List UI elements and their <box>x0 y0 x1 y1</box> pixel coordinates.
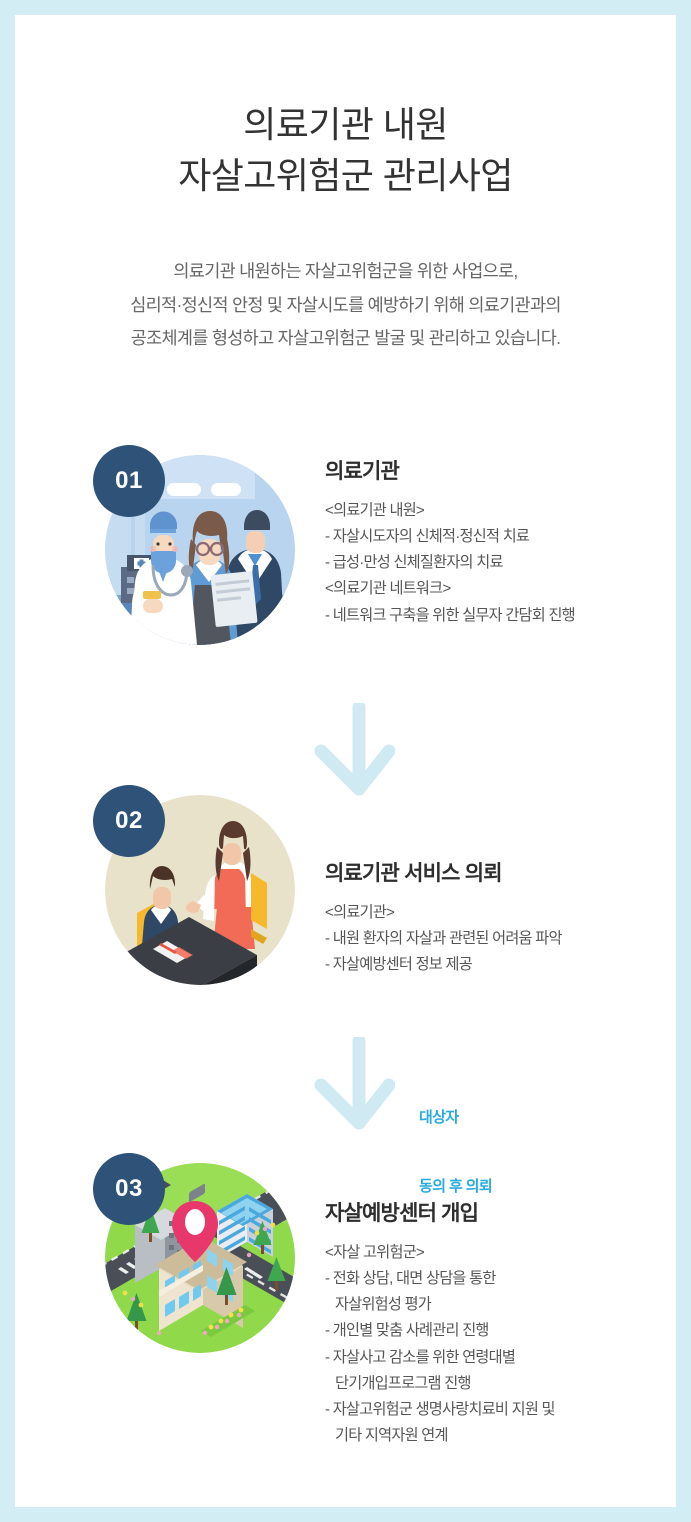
step-01-title: 의료기관 <box>325 460 400 483</box>
step-02-line-1: <의료기관> <box>325 904 395 921</box>
step-03-line-3: 자살위험성 평가 <box>335 1296 432 1314</box>
step-01-art-wrap: 01 <box>93 445 315 645</box>
page-subtitle-line-3: 공조체계를 형성하고 자살고위험군 발굴 및 관리하고 있습니다. <box>130 328 561 349</box>
step-02-line-2: - 내원 환자의 자살과 관련된 어려움 파악 <box>325 930 562 948</box>
step-01-lines: <의료기관 내원> - 자살시도자의 신체적·정신적 치료 - 급성·만성 신체… <box>325 498 676 629</box>
step-02-art-wrap: 02 <box>93 785 315 985</box>
step-02-line-3: - 자살예방센터 정보 제공 <box>325 956 473 974</box>
step-03-number: 03 <box>115 1175 143 1202</box>
step-02-badge: 02 <box>93 785 165 857</box>
header: 의료기관 내원 자살고위험군 관리사업 의료기관 내원하는 자살고위험군을 위한… <box>15 15 676 356</box>
step-02: 02 <box>15 785 676 985</box>
arrow-note-line-2: 동의 후 의뢰 <box>419 1178 493 1196</box>
infographic-card: 의료기관 내원 자살고위험군 관리사업 의료기관 내원하는 자살고위험군을 위한… <box>15 15 676 1507</box>
step-01-badge: 01 <box>93 445 165 517</box>
medical-team-illustration <box>105 455 295 645</box>
arrow-step1-to-step2 <box>311 703 395 803</box>
step-01-line-2: - 자살시도자의 신체적·정신적 치료 <box>325 528 530 546</box>
step-02-title: 의료기관 서비스 의뢰 <box>325 862 503 885</box>
step-02-number: 02 <box>115 807 143 834</box>
page-title-line-1: 의료기관 내원 <box>243 104 448 145</box>
consultation-desk-illustration <box>105 795 295 985</box>
step-03-art-wrap: 03 <box>93 1153 315 1353</box>
page-subtitle: 의료기관 내원하는 자살고위험군을 위한 사업으로, 심리적·정신적 안정 및 … <box>15 255 676 356</box>
step-02-lines: <의료기관> - 내원 환자의 자살과 관련된 어려움 파악 - 자살예방센터 … <box>325 900 676 978</box>
step-03-title: 자살예방센터 개입 <box>325 1202 479 1225</box>
step-03-line-1: <자살 고위험군> <box>325 1244 425 1261</box>
step-03: 03 <box>15 1153 676 1449</box>
arrow-note-line-1: 대상자 <box>419 1108 459 1126</box>
step-03-lines: <자살 고위험군> - 전화 상담, 대면 상담을 통한 자살위험성 평가 - … <box>325 1240 676 1449</box>
step-03-line-6: 단기개입프로그램 진행 <box>335 1374 471 1392</box>
arrow-step2-to-step3 <box>311 1037 395 1137</box>
step-03-text: 자살예방센터 개입 <자살 고위험군> - 전화 상담, 대면 상담을 통한 자… <box>315 1163 676 1449</box>
step-03-line-4: - 개인별 맞춤 사례관리 진행 <box>325 1322 489 1340</box>
page-subtitle-line-1: 의료기관 내원하는 자살고위험군을 위한 사업으로, <box>173 261 518 282</box>
step-01-line-5: - 네트워크 구축을 위한 실무자 간담회 진행 <box>325 606 576 624</box>
page-subtitle-line-2: 심리적·정신적 안정 및 자살시도를 예방하기 위해 의료기관과의 <box>130 294 561 315</box>
step-01-line-1: <의료기관 내원> <box>325 502 425 519</box>
step-01-number: 01 <box>115 467 143 494</box>
step-03-badge: 03 <box>93 1153 165 1225</box>
step-01-line-4: <의료기관 네트워크> <box>325 580 451 598</box>
step-03-line-8: 기타 지역자원 연계 <box>335 1426 448 1444</box>
step-01: 01 <box>15 445 676 645</box>
page-title: 의료기관 내원 자살고위험군 관리사업 <box>15 99 676 201</box>
step-02-text: 의료기관 서비스 의뢰 <의료기관> - 내원 환자의 자살과 관련된 어려움 … <box>315 795 676 978</box>
step-03-line-5: - 자살사고 감소를 위한 연령대별 <box>325 1348 516 1366</box>
page-title-line-2: 자살고위험군 관리사업 <box>178 155 513 197</box>
step-01-text: 의료기관 <의료기관 내원> - 자살시도자의 신체적·정신적 치료 - 급성·… <box>315 455 676 629</box>
step-03-line-2: - 전화 상담, 대면 상담을 통한 <box>325 1270 496 1288</box>
arrow-step2-to-step3-note: 대상자 동의 후 의뢰 <box>419 1059 493 1245</box>
step-01-line-3: - 급성·만성 신체질환자의 치료 <box>325 554 503 572</box>
step-03-line-7: - 자살고위험군 생명사랑치료비 지원 및 <box>325 1400 556 1418</box>
